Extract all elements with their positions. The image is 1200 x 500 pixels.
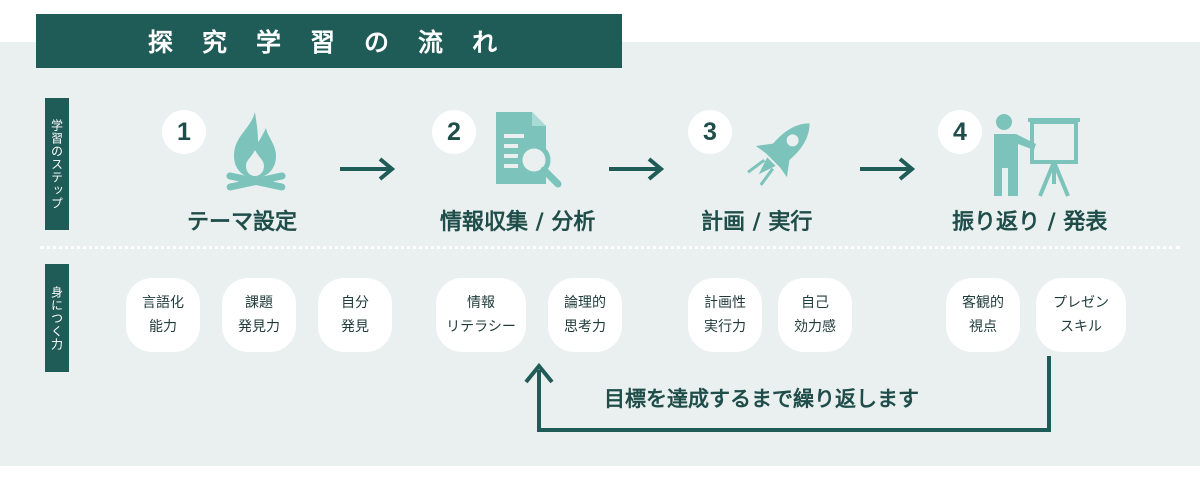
flow-panel bbox=[0, 42, 1200, 466]
step-label-3: 計画 / 実行 bbox=[701, 210, 813, 235]
skills-row-label: 身につく力 bbox=[45, 264, 69, 372]
skill-text: プレゼン スキル bbox=[1053, 295, 1109, 335]
skill-text: 課題 発見力 bbox=[238, 295, 280, 335]
arrow-right-icon bbox=[860, 157, 916, 181]
repeat-caption: 目標を達成するまで繰り返します bbox=[604, 387, 919, 411]
skill-text: 計画性 実行力 bbox=[704, 295, 746, 335]
steps-row-label: 学習のステップ bbox=[45, 98, 69, 230]
skill-text: 客観的 視点 bbox=[962, 295, 1004, 335]
skill-card: 自己 効力感 bbox=[778, 278, 852, 352]
skill-card: 情報 リテラシー bbox=[436, 278, 526, 352]
skill-card: 客観的 視点 bbox=[946, 278, 1020, 352]
skill-text: 自己 効力感 bbox=[794, 295, 836, 335]
step-label-1: テーマ設定 bbox=[187, 210, 298, 235]
skill-text: 自分 発見 bbox=[341, 295, 369, 335]
skill-card: 言語化 能力 bbox=[126, 278, 200, 352]
skill-card: プレゼン スキル bbox=[1036, 278, 1126, 352]
skill-card: 論理的 思考力 bbox=[548, 278, 622, 352]
step-number-3: 3 bbox=[688, 110, 732, 154]
page-title-text: 探究学習の流れ bbox=[147, 28, 526, 57]
presentation-icon bbox=[994, 114, 1080, 197]
skill-text: 論理的 思考力 bbox=[564, 295, 606, 335]
skill-card: 課題 発見力 bbox=[222, 278, 296, 352]
arrow-right-icon bbox=[340, 157, 396, 181]
campfire-icon bbox=[226, 112, 286, 191]
step-number-4: 4 bbox=[938, 110, 982, 154]
page-title: 探究学習の流れ bbox=[36, 14, 622, 68]
skill-text: 情報 リテラシー bbox=[446, 295, 516, 335]
document-search-icon bbox=[496, 112, 562, 188]
step-label-2: 情報収集 / 分析 bbox=[440, 210, 596, 235]
skill-card: 計画性 実行力 bbox=[688, 278, 762, 352]
skill-card: 自分 発見 bbox=[318, 278, 392, 352]
step-label-4: 振り返り / 発表 bbox=[952, 210, 1108, 235]
row-divider bbox=[40, 246, 1180, 249]
rocket-icon bbox=[747, 123, 810, 186]
arrow-right-icon bbox=[609, 157, 665, 181]
step-number-1: 1 bbox=[162, 110, 206, 154]
step-number-2: 2 bbox=[432, 110, 476, 154]
skill-text: 言語化 能力 bbox=[142, 295, 184, 335]
